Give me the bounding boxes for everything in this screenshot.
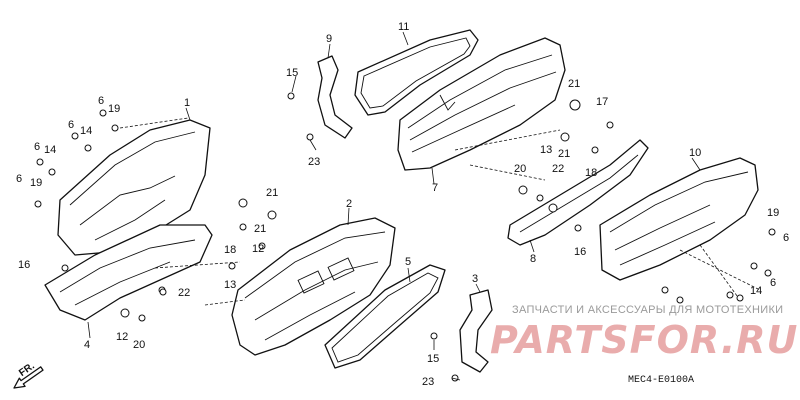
part-5-gasket	[324, 264, 446, 369]
callout-label: 17	[596, 96, 608, 108]
callout-label: 6	[68, 119, 74, 131]
callout-label: 21	[558, 148, 570, 160]
callout-label: 19	[30, 177, 42, 189]
callout-label: 21	[568, 78, 580, 90]
callout-label: 21	[254, 223, 266, 235]
callout-label: 13	[224, 279, 236, 291]
leader-lines	[87, 31, 701, 381]
part-4-head-cover-left	[57, 119, 211, 256]
front-direction-arrow: FR.	[13, 361, 44, 389]
callout-label: 1	[184, 97, 190, 109]
part-9-bracket-upper	[317, 55, 353, 139]
callout-label: 19	[108, 103, 120, 115]
callout-label: 4	[84, 339, 90, 351]
callout-label: 13	[540, 144, 552, 156]
callout-label: 6	[98, 95, 104, 107]
part-7-head-cover-right	[397, 37, 566, 171]
callout-label: 12	[116, 331, 128, 343]
part-3-bracket	[459, 289, 493, 373]
part-8-cover-plate	[507, 139, 649, 246]
callout-label: 2	[346, 198, 352, 210]
callout-label: 14	[750, 285, 762, 297]
callout-label: 9	[326, 33, 332, 45]
callout-label: 14	[44, 144, 56, 156]
watermark-logo: PARTSFOR.RU	[490, 318, 799, 362]
callout-label: 21	[266, 187, 278, 199]
callout-label: 6	[34, 141, 40, 153]
callout-label: 7	[432, 182, 438, 194]
callout-label: 3	[472, 273, 478, 285]
callout-labels: 1 2 3 5 7 8 9 10 11 4 6 6 6 6 6 6 12 12 …	[16, 21, 789, 388]
callout-label: 20	[514, 163, 526, 175]
callout-label: 6	[783, 232, 789, 244]
callout-label: 6	[770, 277, 776, 289]
callout-label: 5	[405, 256, 411, 268]
callout-label: 22	[178, 287, 190, 299]
callout-label: 18	[585, 167, 597, 179]
callout-label: 6	[16, 173, 22, 185]
part-1-head-cover-center	[231, 217, 396, 356]
callout-label: 23	[308, 156, 320, 168]
fasteners	[34, 92, 776, 382]
callout-label: 18	[224, 244, 236, 256]
callout-label: 19	[767, 207, 779, 219]
callout-label: 10	[689, 147, 701, 159]
watermark-caption: ЗАПЧАСТИ И АКСЕССУАРЫ ДЛЯ МОТОТЕХНИКИ	[512, 304, 784, 316]
part-10-head-cover-lower-right	[599, 157, 759, 281]
callout-label: 20	[133, 339, 145, 351]
callout-label: 23	[422, 376, 434, 388]
part-11-gasket-top	[354, 29, 479, 116]
callout-label: 22	[552, 163, 564, 175]
diagram-code: MEC4-E0100A	[628, 375, 694, 386]
dashed-guide-lines	[119, 117, 761, 306]
callout-label: 16	[574, 246, 586, 258]
callout-label: 12	[252, 243, 264, 255]
callout-label: 15	[286, 67, 298, 79]
part-2-lower-cover-left	[44, 224, 213, 321]
callout-label: 8	[530, 253, 536, 265]
callout-label: 11	[398, 21, 409, 33]
callout-label: 14	[80, 125, 92, 137]
callout-label: 16	[18, 259, 30, 271]
callout-label: 15	[427, 353, 439, 365]
